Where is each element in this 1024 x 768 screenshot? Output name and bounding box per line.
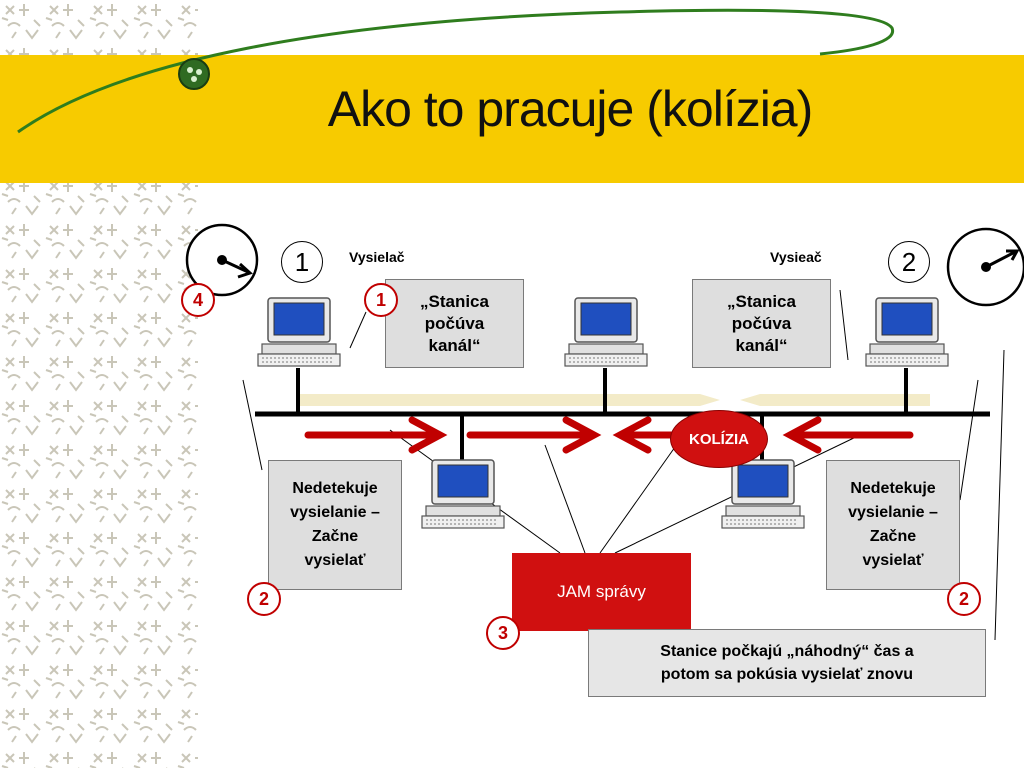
callout-detect-right: Nedetekuje vysielanie – Začne vysielať: [826, 460, 960, 590]
step-badge-3: 3: [486, 616, 520, 650]
callout-detect-left: Nedetekuje vysielanie – Začne vysielať: [268, 460, 402, 590]
callout-listen-right: „Stanica počúva kanál“: [692, 279, 831, 368]
decorative-swoosh: [17, 8, 895, 134]
collision-label: KOLÍZIA: [670, 410, 768, 468]
step-badge-2-right: 2: [947, 582, 981, 616]
jam-message-box: JAM správy: [512, 553, 691, 631]
clock-icon: [946, 227, 1024, 307]
station-number-1: 1: [281, 241, 323, 283]
step-badge-4: 4: [181, 283, 215, 317]
step-badge-2-left: 2: [247, 582, 281, 616]
station-number-2: 2: [888, 241, 930, 283]
slide-title: Ako to pracuje (kolízia): [327, 81, 814, 137]
callout-wait: Stanice počkajú „náhodný“ čas a potom sa…: [588, 629, 986, 697]
clock-icon: [185, 223, 259, 297]
listen-beams: [300, 394, 930, 406]
bead-icon: [178, 58, 210, 90]
sender-label-left: Vysielač: [349, 249, 405, 265]
callout-listen-left: „Stanica počúva kanál“: [385, 279, 524, 368]
title-band: [0, 55, 1024, 183]
arrow-right-icon: [466, 416, 602, 454]
arrow-left-icon: [782, 416, 914, 454]
step-badge-1: 1: [364, 283, 398, 317]
sender-label-right: Vysieač: [770, 249, 822, 265]
arrow-right-icon: [304, 416, 448, 454]
